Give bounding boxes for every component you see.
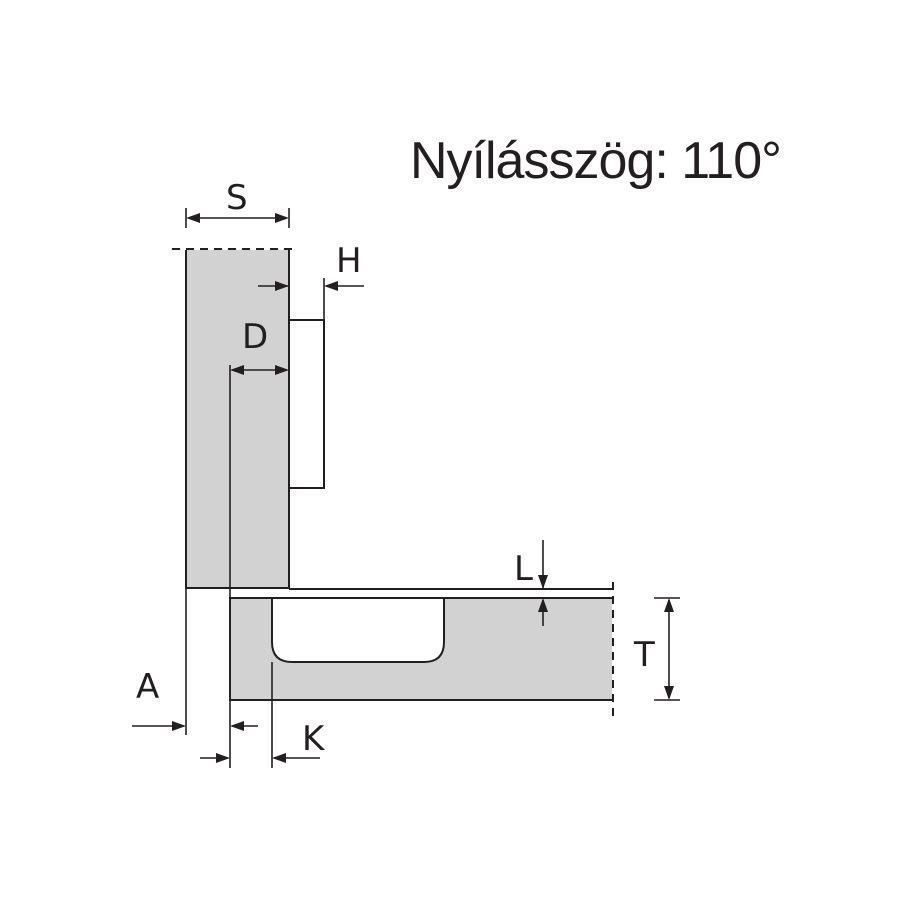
label-d: D: [242, 317, 268, 357]
dimension-l: [538, 540, 548, 626]
label-s: S: [226, 178, 248, 218]
dimension-h: [258, 278, 364, 320]
mounting-plate: [288, 319, 325, 489]
label-t: T: [633, 635, 655, 675]
dimension-d: [229, 365, 289, 598]
label-l: L: [514, 549, 533, 589]
label-h: H: [336, 241, 362, 281]
dimension-k: [200, 662, 320, 768]
opening-angle-title: Nyílásszög: 110°: [410, 132, 781, 190]
side-panel: [172, 248, 292, 589]
dimension-s: [185, 208, 290, 228]
dimension-t: [654, 597, 680, 701]
label-a: A: [136, 667, 159, 707]
hinge-cup: [271, 597, 445, 663]
label-k: K: [302, 719, 326, 759]
dimension-a: [132, 588, 258, 768]
